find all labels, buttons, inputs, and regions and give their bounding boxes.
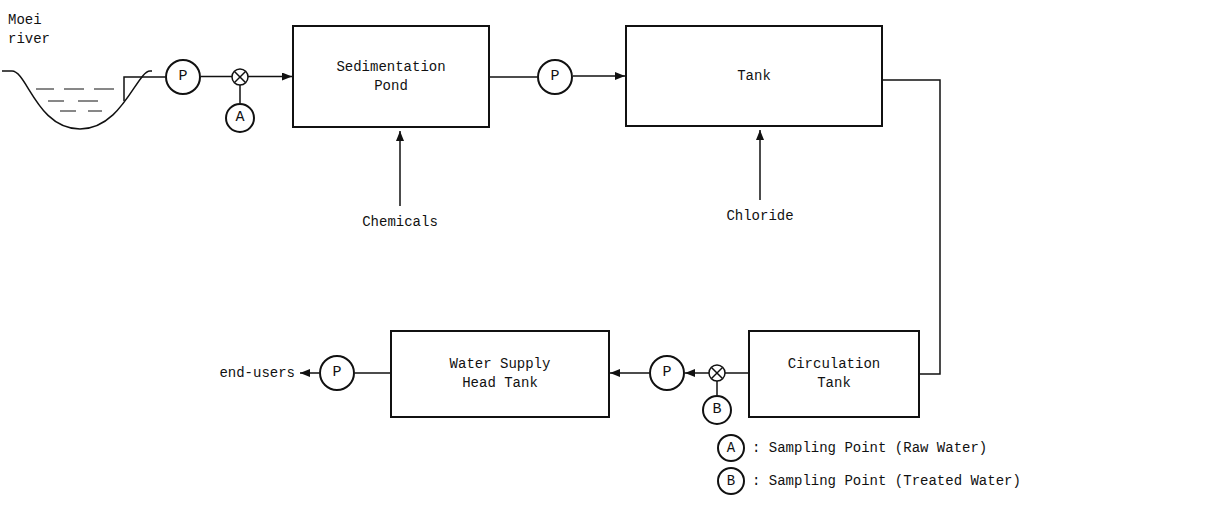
node-label: Circulation Tank (779, 355, 889, 393)
chemical-input: Chemicals (362, 213, 438, 231)
pump-circle: P (537, 59, 573, 95)
outlet-label: end-users (219, 364, 295, 382)
legend-symbol: B (717, 467, 745, 495)
node-label: Water Supply Head Tank (435, 355, 565, 393)
pump-circle: P (319, 355, 355, 391)
process-box: Tank (625, 25, 883, 127)
outlet-arrow (300, 372, 319, 374)
sampling-valve (709, 365, 725, 395)
legend-entry: : Sampling Point (Treated Water) (752, 473, 1021, 489)
legend-text: : Sampling Point (Raw Water) (752, 440, 987, 456)
pipe-connector (610, 372, 649, 374)
sampling-point: B (702, 395, 732, 425)
legend-symbol: A (717, 434, 745, 462)
symbol-letter: P (332, 363, 341, 383)
pipe-connector (124, 77, 165, 101)
node-label: Sedimentation Pond (316, 58, 466, 96)
dosing-arrow (399, 131, 401, 206)
legend-text: : Sampling Point (Treated Water) (752, 473, 1021, 489)
dosing-arrow (759, 130, 761, 200)
process-box: Sedimentation Pond (292, 25, 490, 128)
pipe-connector (573, 75, 625, 77)
symbol-letter: P (550, 67, 559, 87)
node-label: Tank (737, 67, 771, 86)
node-label: Moei river (8, 11, 68, 49)
symbol-letter: P (662, 363, 671, 383)
pump-circle: P (165, 59, 201, 95)
sampling-valve (232, 69, 248, 103)
pipe-connector (355, 372, 390, 374)
chemical-input: Chloride (726, 207, 793, 225)
symbol-letter: P (178, 67, 187, 87)
symbol-letter: B (712, 400, 721, 420)
process-box: Water Supply Head Tank (390, 330, 610, 418)
legend-entry: : Sampling Point (Raw Water) (752, 440, 987, 456)
pipe-connector (490, 76, 537, 78)
process-box: Circulation Tank (748, 330, 920, 418)
pump-circle: P (649, 355, 685, 391)
river-source: Moei river (2, 5, 152, 135)
sampling-point: A (225, 103, 255, 133)
symbol-letter: A (235, 108, 244, 128)
